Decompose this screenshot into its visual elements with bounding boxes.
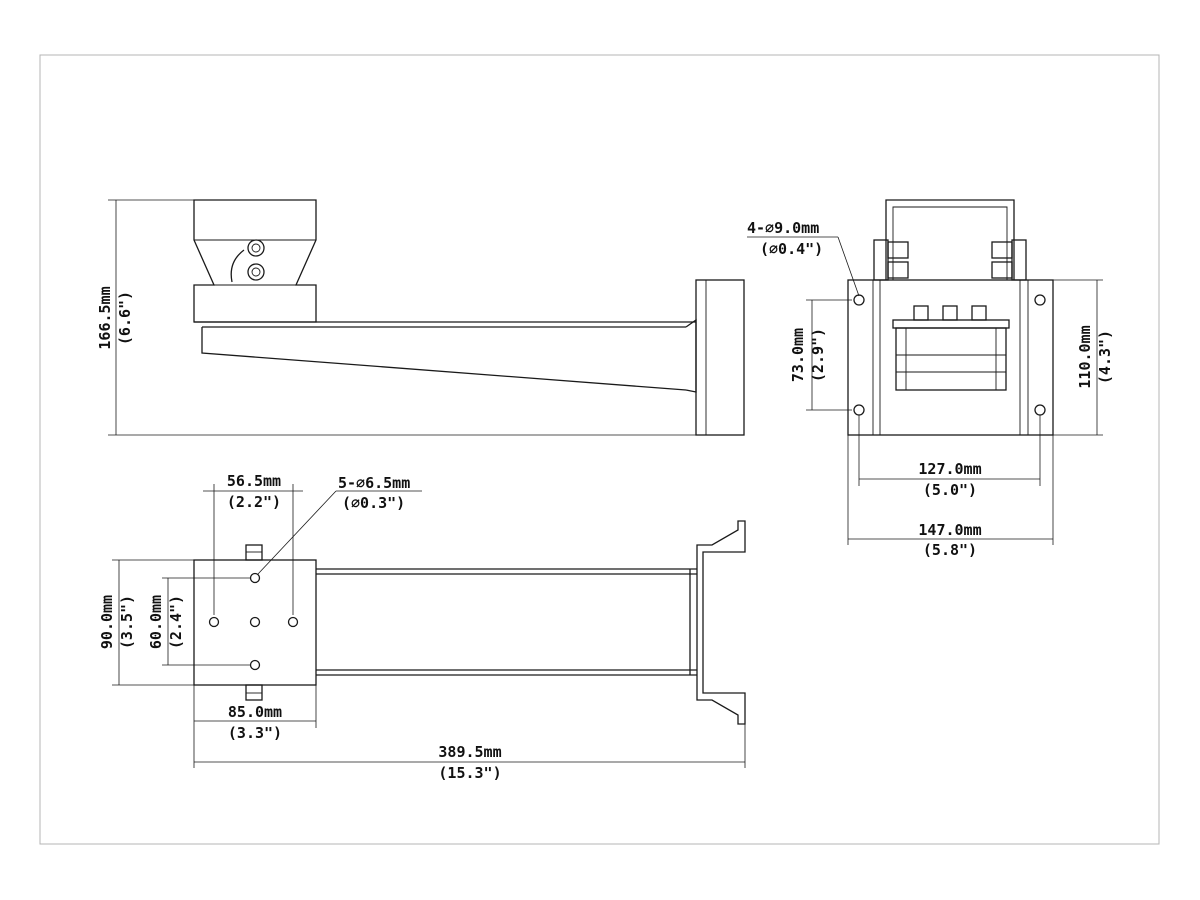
- side-mount-head: [193, 199, 317, 323]
- front-hole-bottom-left: [853, 404, 865, 416]
- side-knob-curve: [230, 249, 245, 283]
- front-bolt-block-left: [873, 239, 889, 281]
- top-hole-vspacing-in: (2.4"): [167, 595, 185, 649]
- front-hole-label-in: (∅0.4"): [760, 240, 823, 258]
- front-hole-hspacing-in: (5.0"): [923, 481, 977, 499]
- front-hole-top-right: [1034, 294, 1046, 306]
- top-hole-upper: [249, 572, 261, 584]
- drawing-frame: [39, 54, 1160, 845]
- front-bolt-block-right: [1011, 239, 1027, 281]
- side-height-in-label: (6.6"): [116, 291, 134, 345]
- front-width-in: (5.8"): [923, 541, 977, 559]
- top-hole-spacing-in: (2.2"): [227, 493, 281, 511]
- front-arm-top: [892, 319, 1010, 329]
- top-knob-lower: [245, 684, 263, 701]
- side-arm-taper: [201, 327, 687, 391]
- top-hole-label-mm: 5-∅6.5mm: [338, 474, 410, 492]
- top-wall-plate: [696, 520, 746, 725]
- top-hole-vspacing-mm: 60.0mm: [147, 595, 165, 649]
- front-width-mm: 147.0mm: [918, 521, 981, 539]
- side-wall-plate: [695, 279, 745, 436]
- front-hole-bottom-right: [1034, 404, 1046, 416]
- side-arm-flange: [685, 318, 697, 393]
- front-yoke: [885, 199, 1015, 280]
- front-height-in: (4.3"): [1096, 330, 1114, 384]
- top-hole-right: [287, 616, 299, 628]
- top-plate-width-in: (3.3"): [228, 724, 282, 742]
- top-hole-spacing-mm: 56.5mm: [227, 472, 281, 490]
- top-hole-label-in: (∅0.3"): [342, 494, 405, 512]
- front-arm-body: [895, 327, 1007, 391]
- front-hole-vspacing-in: (2.9"): [809, 328, 827, 382]
- total-length-in: (15.3"): [438, 764, 501, 782]
- front-hole-label-mm: 4-∅9.0mm: [747, 219, 819, 237]
- side-knob-upper: [247, 239, 265, 257]
- top-hole-center: [249, 616, 261, 628]
- front-back-plate: [847, 279, 1054, 436]
- front-hole-hspacing-mm: 127.0mm: [918, 460, 981, 478]
- front-hole-top-left: [853, 294, 865, 306]
- side-view: 166.5mm (6.6"): [96, 199, 745, 436]
- top-plate-height-in: (3.5"): [118, 595, 136, 649]
- top-view: 56.5mm (2.2") 5-∅6.5mm (∅0.3") 90.0mm (3…: [98, 472, 746, 782]
- top-hole-left: [208, 616, 220, 628]
- front-hole-vspacing-mm: 73.0mm: [789, 328, 807, 382]
- top-plate-height-mm: 90.0mm: [98, 595, 116, 649]
- top-hole-lower: [249, 659, 261, 671]
- side-height-mm-label: 166.5mm: [96, 286, 114, 349]
- front-view: 4-∅9.0mm (∅0.4") 73.0mm (2.9") 110.0mm (…: [747, 199, 1114, 559]
- total-length-mm: 389.5mm: [438, 743, 501, 761]
- top-knob-upper: [245, 544, 263, 561]
- front-height-mm: 110.0mm: [1076, 325, 1094, 388]
- top-plate-width-mm: 85.0mm: [228, 703, 282, 721]
- side-knob-lower: [247, 263, 265, 281]
